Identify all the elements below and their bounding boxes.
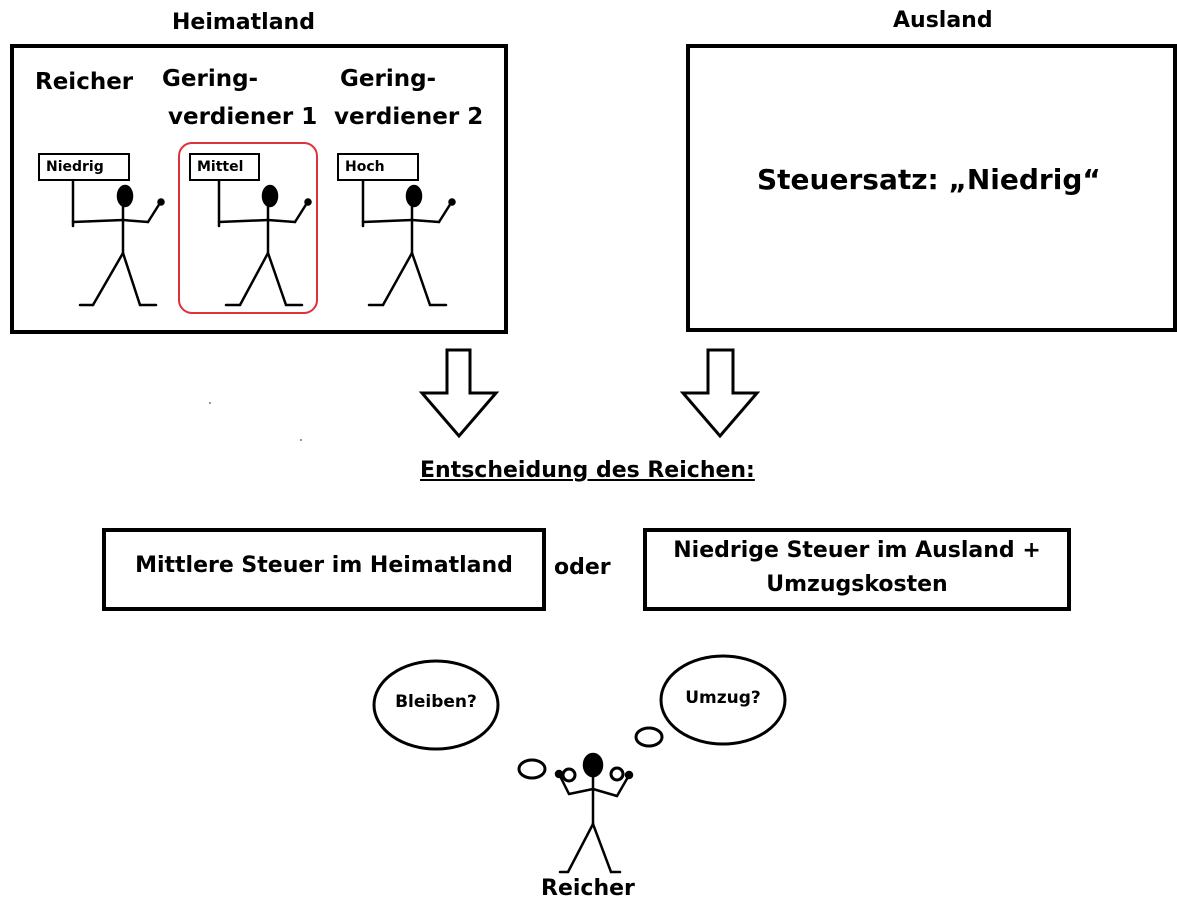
thought-dot xyxy=(609,766,625,782)
person-label-low-earner-1-line2: verdiener 1 xyxy=(168,104,318,130)
stick-figure-thinker xyxy=(554,752,634,874)
home-country-title: Heimatland xyxy=(172,10,315,35)
abroad-title: Ausland xyxy=(893,8,993,33)
arrow-down-icon xyxy=(418,348,500,439)
option-stay-label: Mittlere Steuer im Heimatland xyxy=(135,553,513,578)
person-label-low-earner-2-line1: Gering- xyxy=(340,66,437,92)
tax-sign-low-earner-2: Hoch xyxy=(337,153,419,181)
option-move-label-line1: Niedrige Steuer im Ausland + xyxy=(673,538,1041,563)
stick-figure-low-earner-2 xyxy=(361,179,456,307)
home-country-box xyxy=(10,44,508,334)
thought-bubble-move xyxy=(659,654,787,746)
thinker-label: Reicher xyxy=(541,876,635,901)
person-label-low-earner-1-line1: Gering- xyxy=(162,66,259,92)
highlight-box xyxy=(178,142,318,314)
thought-stay-text: Bleiben? xyxy=(395,692,477,712)
person-label-rich: Reicher xyxy=(35,69,134,95)
thought-move-text: Umzug? xyxy=(685,688,761,708)
tax-sign-low-earner-1: Mittel xyxy=(189,153,260,181)
stick-figure-low-earner-1 xyxy=(217,179,312,307)
option-stay-box xyxy=(102,528,546,611)
abroad-tax-rate: Steuersatz: „Niedrig“ xyxy=(757,163,1101,196)
stick-figure-rich xyxy=(71,179,165,307)
arrow-down-icon xyxy=(679,348,761,439)
option-move-box xyxy=(643,528,1071,611)
abroad-box xyxy=(686,44,1177,332)
thought-dot xyxy=(634,726,664,748)
thought-dot xyxy=(517,758,547,780)
person-label-low-earner-2-line2: verdiener 2 xyxy=(334,104,484,130)
decision-heading: Entscheidung des Reichen: xyxy=(420,458,755,483)
thought-dot xyxy=(561,767,577,783)
tax-sign-rich: Niedrig xyxy=(38,153,130,181)
option-move-label-line2: Umzugskosten xyxy=(766,572,948,597)
connector-or: oder xyxy=(554,555,611,580)
thought-bubble-stay xyxy=(372,659,500,751)
